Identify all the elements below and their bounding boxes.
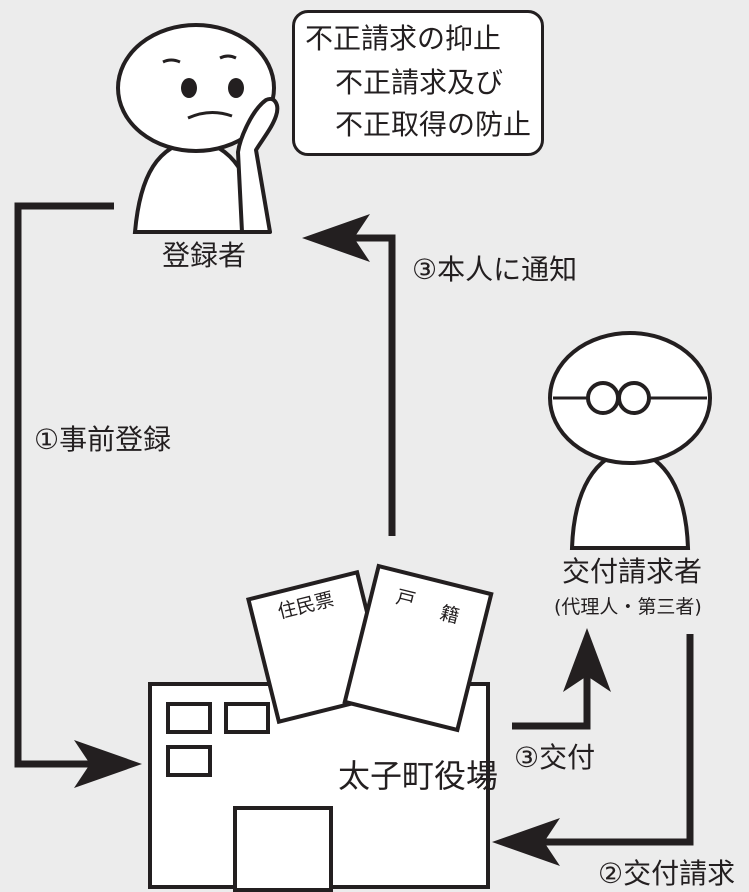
town-hall-building [148, 682, 490, 892]
step-notify-person-label: ③本人に通知 [412, 253, 578, 286]
family-register-document [342, 563, 494, 733]
requester-figure [548, 331, 712, 550]
town-hall-window-3 [166, 745, 212, 777]
step-issue-request-label: ②交付請求 [598, 857, 736, 890]
registrant-label: 登録者 [162, 239, 247, 272]
arrow-issue-request [492, 634, 694, 866]
arrow-notify-person [302, 214, 396, 536]
bubble-line-1: 不正請求及び [335, 66, 504, 99]
step-issue-label: ③交付 [514, 741, 596, 774]
registrant-left-brow [162, 58, 181, 64]
arrow-pre-registration [14, 202, 142, 788]
requester-glasses-right-lens [617, 381, 651, 415]
town-hall-window-1 [166, 702, 212, 734]
registrant-figure [116, 23, 280, 234]
requester-glasses-left-lens [586, 381, 620, 415]
requester-label: 交付請求者 [562, 555, 703, 588]
registrant-left-eye [181, 78, 197, 98]
bubble-title: 不正請求の抑止 [305, 22, 502, 55]
requester-sublabel: (代理人・第三者) [554, 596, 702, 618]
speech-bubble: 不正請求の抑止 不正請求及び 不正取得の防止 [292, 10, 544, 156]
registrant-right-brow [219, 54, 237, 60]
arrow-issue [512, 628, 611, 730]
registrant-right-eye [228, 78, 244, 98]
town-hall-door [233, 806, 333, 892]
step-pre-registration-label: ①事前登録 [34, 423, 172, 456]
registrant-mouth [187, 111, 233, 120]
town-hall-window-2 [224, 702, 270, 734]
town-hall-label: 太子町役場 [338, 757, 499, 795]
registrant-hand [236, 97, 280, 234]
bubble-line-2: 不正取得の防止 [335, 108, 532, 141]
